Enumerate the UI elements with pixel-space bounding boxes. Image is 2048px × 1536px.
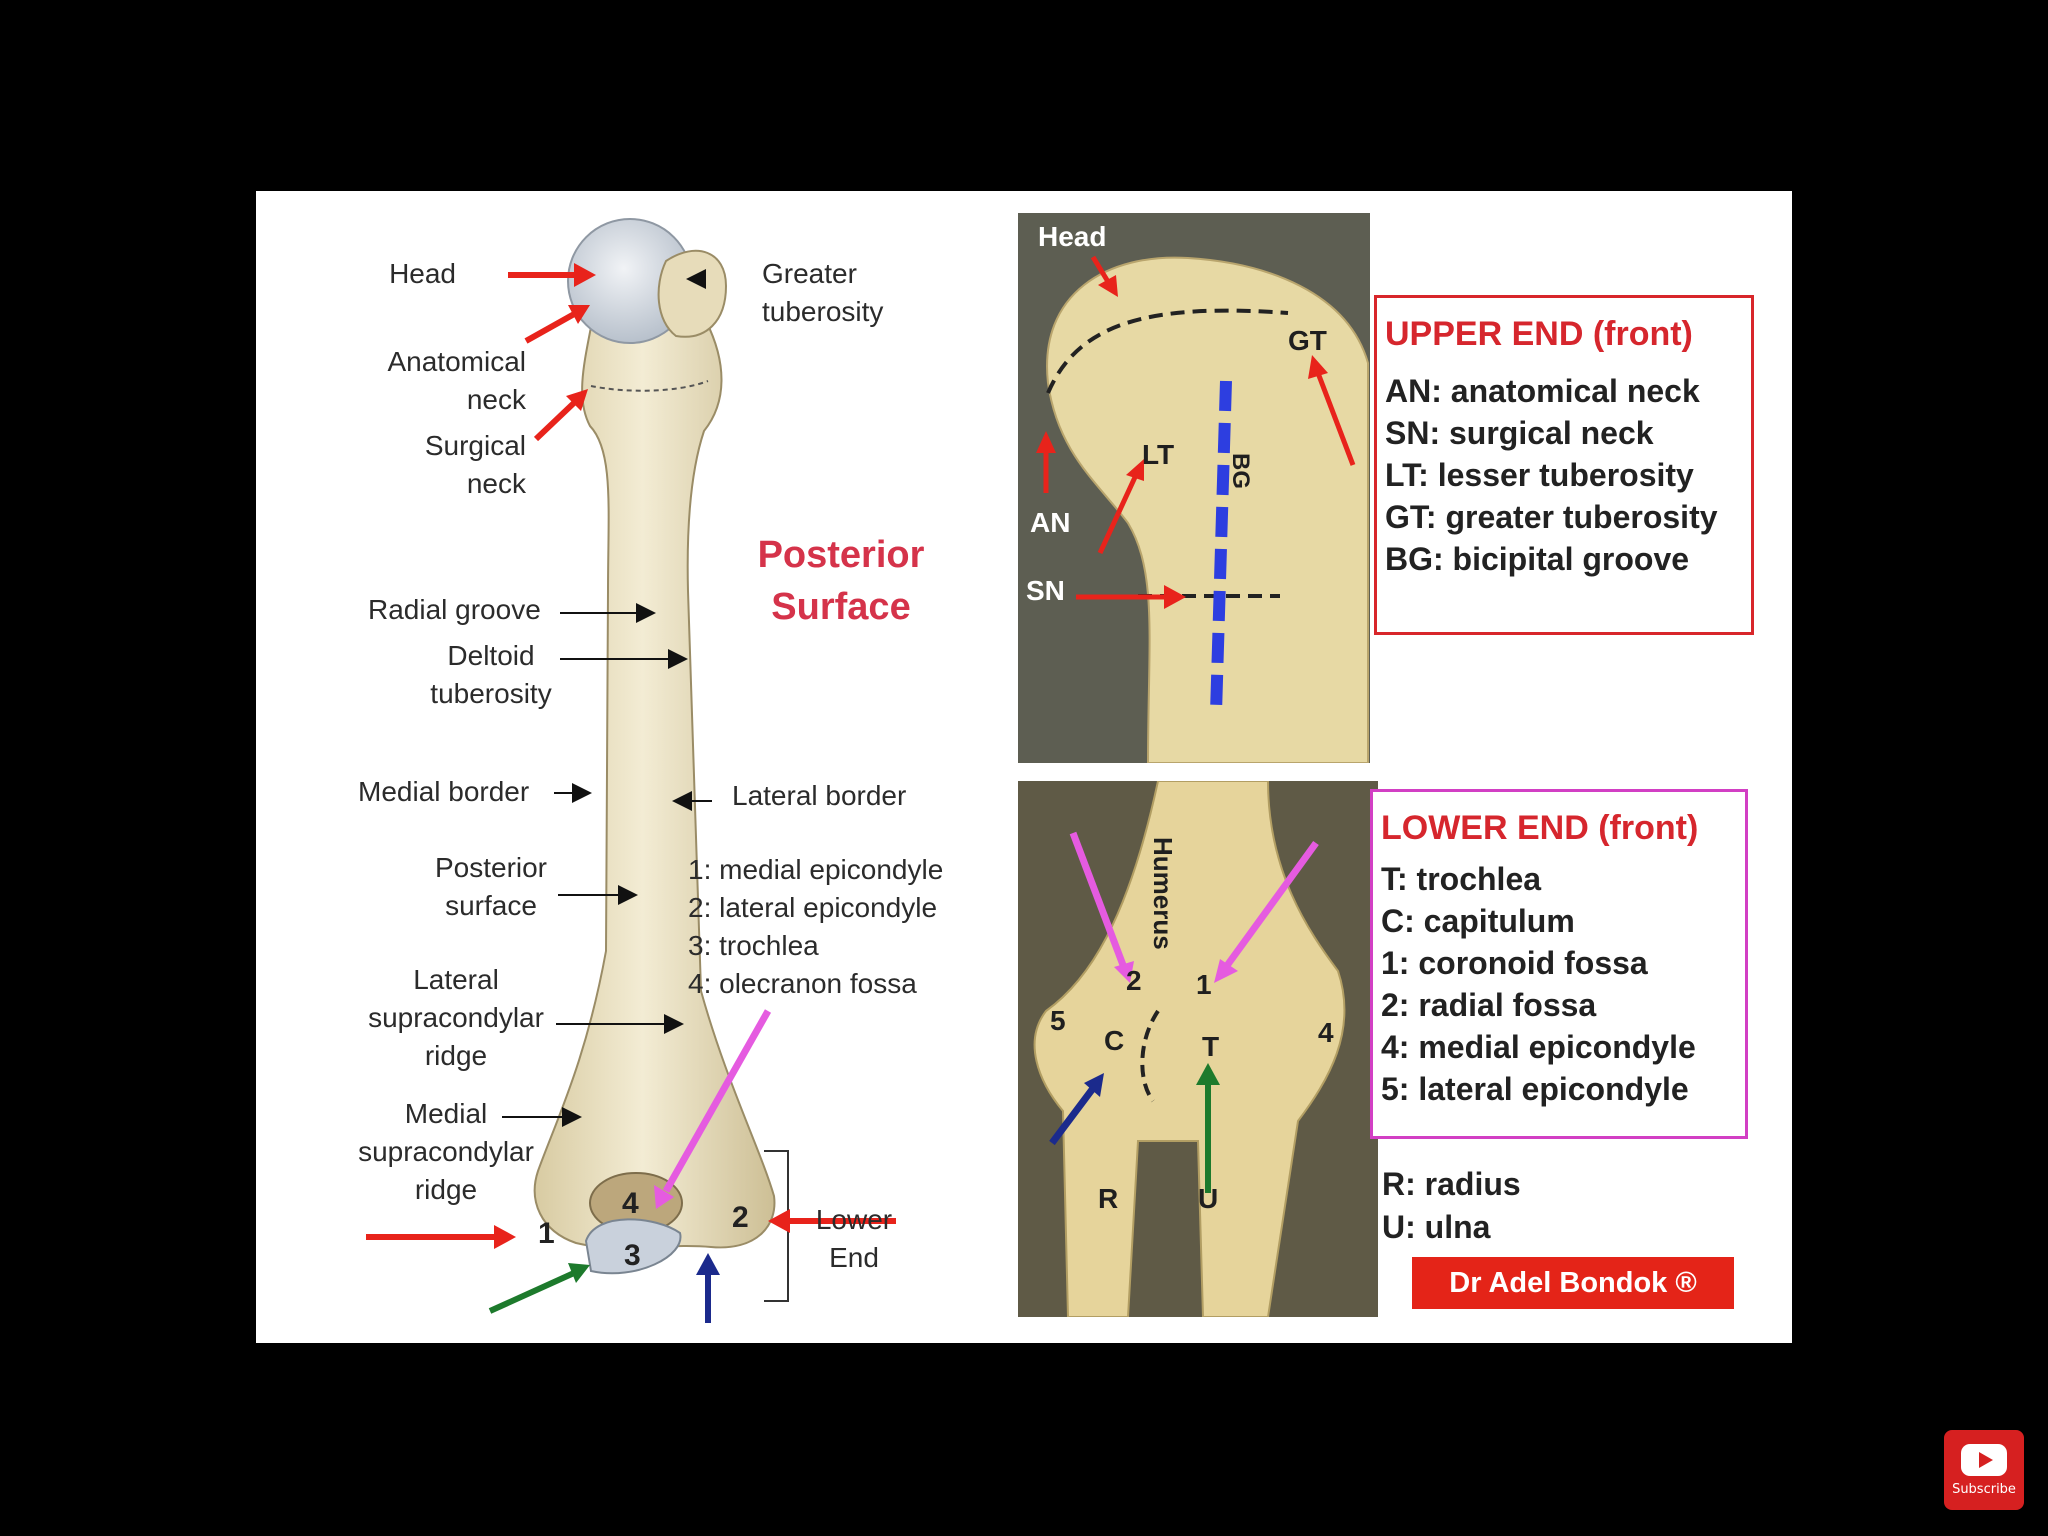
photo-label-humerus: Humerus	[1148, 837, 1178, 950]
label-deltoid-tuberosity: Deltoid tuberosity	[430, 640, 552, 709]
lower-end-title: LOWER END (front)	[1381, 809, 1699, 847]
photo-label-head: Head	[1038, 221, 1107, 252]
marker-4: 4	[622, 1187, 639, 1220]
upper-end-item: BG: bicipital groove	[1385, 541, 1690, 577]
upper-end-item: LT: lesser tuberosity	[1385, 457, 1694, 493]
lower-end-legend-box: LOWER END (front) T: trochlea C: capitul…	[1370, 789, 1748, 1139]
blue-arrow	[696, 1253, 720, 1323]
label-lateral-supracondylar-ridge: Lateral supracondylar ridge	[368, 964, 544, 1071]
subscribe-label: Subscribe	[1952, 1481, 2016, 1497]
upper-end-item: AN: anatomical neck	[1385, 373, 1700, 409]
marker-1: 1	[538, 1217, 555, 1250]
legend-item: 3: trochlea	[688, 930, 819, 961]
photo-label-4: 4	[1318, 1017, 1334, 1048]
lower-end-item: 5: lateral epicondyle	[1381, 1071, 1689, 1107]
label-lateral-border: Lateral border	[732, 780, 907, 811]
extra-legend-item: U: ulna	[1382, 1209, 1491, 1245]
label-lower-end: Lower End	[815, 1204, 893, 1273]
author-credit-badge: Dr Adel Bondok ®	[1412, 1257, 1734, 1309]
photo-label-gt: GT	[1288, 325, 1327, 356]
label-posterior-surface: Posterior surface	[434, 852, 548, 921]
pink-arrow	[654, 1009, 772, 1209]
legend-item: 2: lateral epicondyle	[688, 892, 938, 923]
photo-label-r: R	[1098, 1183, 1119, 1214]
upper-end-item: SN: surgical neck	[1385, 415, 1654, 451]
label-anatomical-neck: Anatomical neck	[387, 346, 526, 415]
label-medial-border: Medial border	[358, 776, 530, 807]
photo-label-sn: SN	[1026, 575, 1065, 606]
humerus-bone	[533, 294, 776, 1249]
label-radial-groove: Radial groove	[368, 594, 541, 625]
youtube-icon	[1961, 1443, 2007, 1476]
label-surgical-neck: Surgical neck	[424, 430, 526, 499]
slide: 1 2 3 4 Head Greater tuberosity Anatomic…	[256, 191, 1792, 1343]
upper-end-legend-box: UPPER END (front) AN: anatomical neck SN…	[1374, 295, 1754, 635]
photo-label-t: T	[1202, 1031, 1220, 1062]
lower-end-item: 1: coronoid fossa	[1381, 945, 1648, 981]
upper-end-item: GT: greater tuberosity	[1385, 499, 1718, 535]
photo-label-bg: BG	[1227, 453, 1254, 489]
photo-label-1: 1	[1196, 969, 1212, 1000]
photo-label-5: 5	[1050, 1005, 1066, 1036]
photo-label-2: 2	[1126, 965, 1142, 996]
label-medial-supracondylar-ridge: Medial supracondylar ridge	[358, 1098, 534, 1205]
lower-end-item: 4: medial epicondyle	[1381, 1029, 1696, 1065]
lower-end-item: 2: radial fossa	[1381, 987, 1597, 1023]
posterior-surface-title: Posterior Surface	[757, 534, 925, 628]
lower-end-photo: Humerus C T R U 1 2 4 5	[1018, 781, 1378, 1317]
upper-end-title: UPPER END (front)	[1385, 315, 1693, 353]
label-greater-tuberosity: Greater tuberosity	[762, 258, 884, 327]
marker-3: 3	[624, 1239, 641, 1272]
lower-end-item: T: trochlea	[1381, 861, 1542, 897]
pointer-arrows	[502, 269, 712, 1127]
label-head: Head	[389, 258, 456, 289]
youtube-subscribe-button[interactable]: Subscribe	[1944, 1430, 2024, 1510]
photo-label-c: C	[1104, 1025, 1125, 1056]
marker-2: 2	[732, 1201, 749, 1234]
greater-tuberosity-shape	[657, 249, 728, 338]
photo-label-u: U	[1198, 1183, 1219, 1214]
lower-end-item: C: capitulum	[1381, 903, 1575, 939]
green-arrow	[488, 1263, 590, 1314]
humerus-posterior-illustration: 1 2 3 4	[366, 218, 896, 1323]
legend-item: 4: olecranon fossa	[688, 968, 917, 999]
photo-label-an: AN	[1030, 507, 1071, 538]
trochlea-shape	[584, 1218, 682, 1275]
numbered-legend: 1: medial epicondyle 2: lateral epicondy…	[688, 851, 943, 1003]
legend-item: 1: medial epicondyle	[688, 854, 944, 885]
red-arrows	[366, 263, 896, 1249]
upper-end-photo: Head GT LT AN SN BG	[1018, 213, 1370, 763]
photo-label-lt: LT	[1142, 439, 1175, 470]
extra-legend-item: R: radius	[1382, 1166, 1521, 1202]
extra-legend: R: radius U: ulna	[1382, 1163, 1521, 1249]
